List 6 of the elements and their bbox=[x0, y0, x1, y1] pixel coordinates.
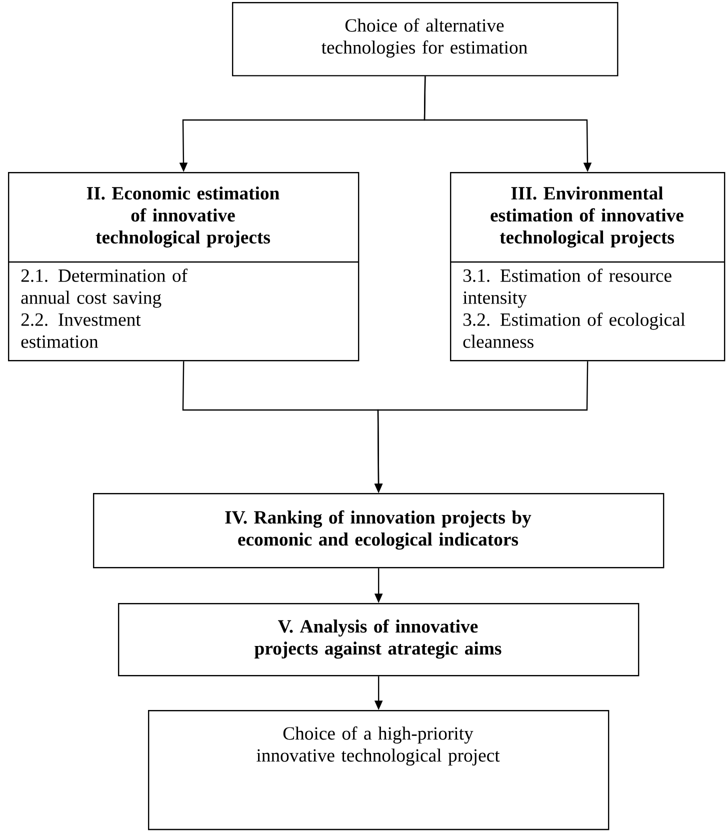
process-box: Choice of alternative technologies for estimation bbox=[232, 2, 618, 76]
process-box: II. Economic estimation of innovative technological projects 2.1. Determination of annual cost saving 2.2. Investment estimation bbox=[8, 172, 360, 362]
process-box: V. Analysis of innovative projects against atrategic aims bbox=[118, 603, 640, 676]
process-box: III. Environmental estimation of innovative technological projects 3.1. Estimation of resource intensity 3.2. Estimation of ecological cleanness bbox=[450, 172, 726, 362]
process-box: IV. Ranking of innovation projects by ecomonic and ecological indicators bbox=[93, 493, 664, 568]
process-box: Choice of a high-priority innovative technological project bbox=[148, 710, 610, 830]
